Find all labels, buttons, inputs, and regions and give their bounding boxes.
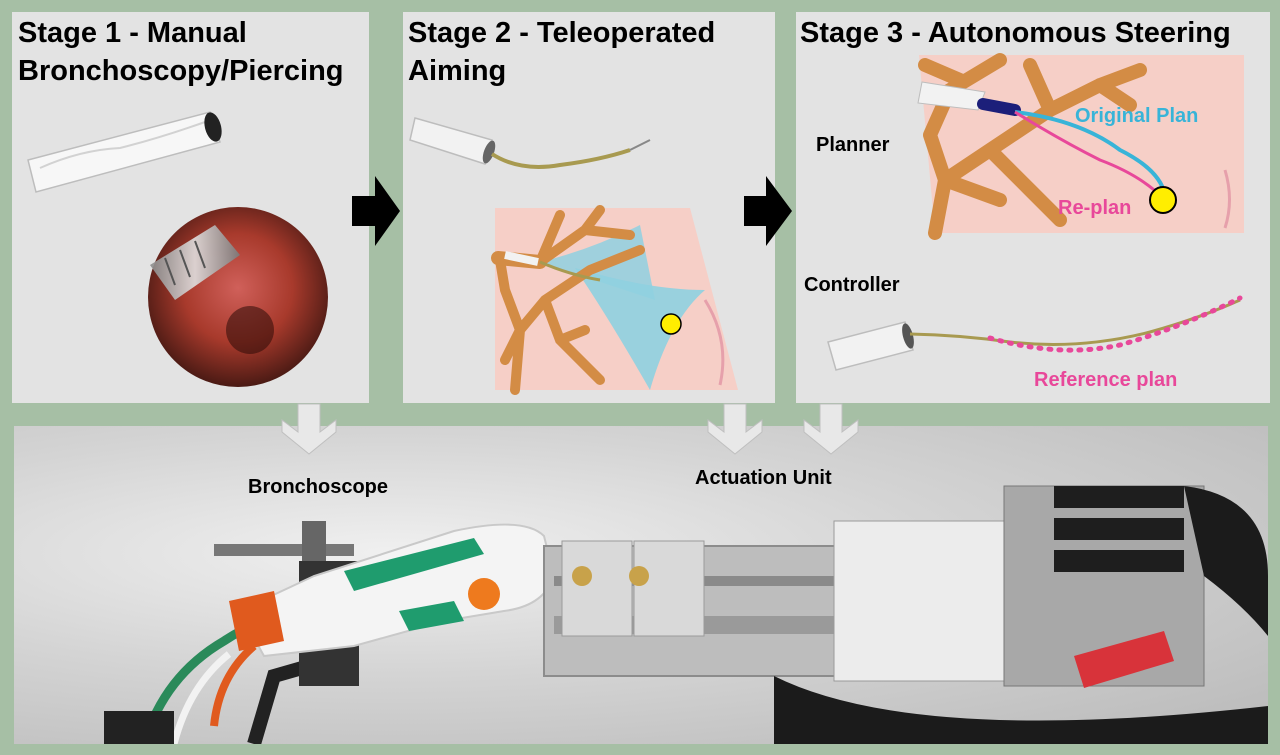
reference-plan-label: Reference plan (1034, 369, 1178, 391)
robot-photo-drawing (104, 485, 1268, 744)
stage2-airway-map (491, 205, 738, 395)
bronchoscope-green-band (344, 538, 484, 591)
bronchoscopic-view (148, 207, 328, 387)
carriage-1 (561, 540, 633, 637)
stage3-target (1149, 186, 1177, 214)
stage2-sheath (409, 117, 651, 169)
stage2-title-line1: Stage 2 - Teleoperated (408, 17, 716, 49)
stage3-controller-sheath (827, 295, 1243, 371)
gear-1 (572, 566, 592, 586)
stage1-title-line2: Bronchoscopy/Piercing (18, 55, 344, 87)
stage3-planner-map (917, 53, 1244, 240)
actuation-unit-label: Actuation Unit (695, 467, 832, 489)
carriage-2 (633, 540, 705, 637)
arrow-stage1-to-stage2 (352, 176, 400, 246)
stage1-title-line1: Stage 1 - Manual (18, 17, 247, 49)
arrow-down-stage1 (281, 403, 337, 455)
motor-block-front (833, 520, 1035, 682)
white-cable (170, 651, 232, 744)
bronchoscope-label: Bronchoscope (248, 476, 389, 498)
lead-screw (554, 576, 1074, 586)
original-plan-label: Original Plan (1075, 105, 1199, 127)
stand-base (104, 711, 174, 744)
replan-label: Re-plan (1058, 197, 1132, 219)
motor-3 (1054, 550, 1184, 572)
connector (229, 591, 284, 651)
reference-plan-dots (987, 295, 1243, 353)
stage2-target (660, 313, 682, 335)
planner-label: Planner (816, 134, 890, 156)
robot-base (774, 676, 1268, 744)
arrow-down-stage3 (803, 403, 859, 455)
motor-2 (1054, 518, 1184, 540)
original-plan-path (1014, 110, 1167, 196)
red-sleeve (1074, 631, 1174, 688)
controller-label: Controller (804, 274, 900, 296)
arrow-stage2-to-stage3 (744, 176, 792, 246)
motor-1 (1054, 486, 1184, 508)
arrow-down-stage2 (707, 403, 763, 455)
stage3-title: Stage 3 - Autonomous Steering (800, 17, 1231, 49)
gear-2 (629, 566, 649, 586)
robot-photo (14, 426, 1268, 744)
bronchoscope-orange-button (468, 578, 500, 610)
orange-cable (210, 642, 257, 727)
aiming-workspace-lower (575, 268, 705, 390)
stage2-title-line2: Aiming (408, 55, 507, 87)
stage1-sheath (27, 111, 222, 193)
clamp-knob (302, 521, 326, 561)
robot-arm-rear (1184, 486, 1268, 636)
replan-path (1014, 110, 1165, 200)
bronchoscope-green-patch (399, 601, 464, 631)
